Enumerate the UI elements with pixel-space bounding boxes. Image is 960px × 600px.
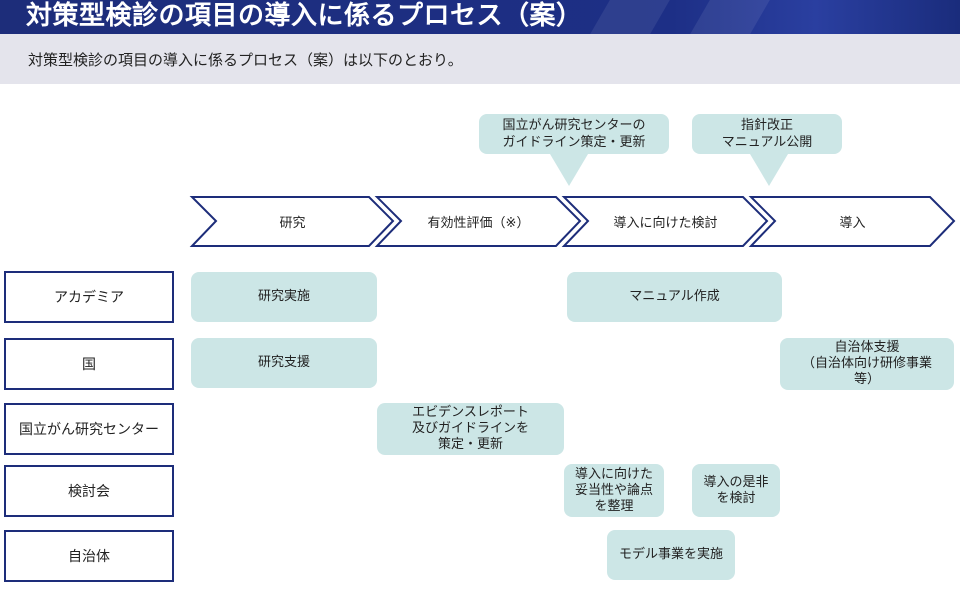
actor-label: 検討会	[68, 484, 110, 500]
callout-revision-pointer	[750, 154, 788, 186]
task-label: モデル事業を実施	[618, 547, 723, 562]
task-model-project: モデル事業を実施	[607, 530, 735, 580]
callout-guideline-revision: 指針改正 マニュアル公開	[692, 114, 842, 154]
phase-chevron-evaluation	[374, 196, 582, 247]
task-evidence-report: エビデンスレポート 及びガイドラインを 策定・更新	[377, 403, 564, 455]
task-research-implementation: 研究実施	[191, 272, 377, 322]
page-subtitle: 対策型検診の項目の導入に係るプロセス（案）は以下のとおり。	[28, 51, 463, 69]
task-label: 自治体支援 （自治体向け研修事業 等）	[801, 340, 932, 387]
phase-label-consideration: 導入に向けた検討	[613, 216, 718, 231]
task-research-support: 研究支援	[191, 338, 377, 388]
actor-government: 国	[4, 338, 174, 390]
actor-academia: アカデミア	[4, 271, 174, 323]
task-label: エビデンスレポート 及びガイドラインを 策定・更新	[411, 405, 529, 452]
task-label: 導入に向けた 妥当性や論点 を整理	[574, 466, 653, 514]
phase-label-evaluation: 有効性評価（※）	[427, 216, 530, 231]
callout-revision-text: 指針改正 マニュアル公開	[721, 118, 813, 150]
phase-chevron-consideration	[561, 196, 769, 247]
task-organize-issues: 導入に向けた 妥当性や論点 を整理	[564, 464, 664, 517]
actor-label: 国立がん研究センター	[19, 422, 159, 438]
phase-label-introduction: 導入	[839, 216, 866, 231]
actor-label: 自治体	[68, 549, 110, 565]
subtitle-bar: 対策型検診の項目の導入に係るプロセス（案）は以下のとおり。	[0, 34, 960, 84]
actor-label: 国	[82, 357, 96, 373]
title-bar: 対策型検診の項目の導入に係るプロセス（案）	[0, 0, 960, 34]
phase-chevron-research	[189, 196, 395, 247]
actor-ncc: 国立がん研究センター	[4, 403, 174, 455]
task-label: 研究実施	[257, 289, 310, 304]
task-decide-introduction: 導入の是非 を検討	[692, 464, 780, 517]
phase-label-research: 研究	[279, 216, 306, 231]
task-label: マニュアル作成	[629, 289, 720, 304]
task-label: 研究支援	[257, 355, 310, 370]
callout-guideline: 国立がん研究センターの ガイドライン策定・更新	[479, 114, 669, 154]
callout-guideline-text: 国立がん研究センターの ガイドライン策定・更新	[502, 118, 646, 150]
actor-label: アカデミア	[54, 290, 124, 306]
task-label: 導入の是非 を検討	[703, 474, 769, 506]
phase-chevron-introduction	[748, 196, 956, 247]
task-municipality-support: 自治体支援 （自治体向け研修事業 等）	[780, 338, 954, 390]
task-manual-creation: マニュアル作成	[567, 272, 782, 322]
actor-review-committee: 検討会	[4, 465, 174, 517]
actor-municipality: 自治体	[4, 530, 174, 582]
callout-guideline-pointer	[550, 154, 588, 186]
page-title: 対策型検診の項目の導入に係るプロセス（案）	[26, 1, 583, 31]
